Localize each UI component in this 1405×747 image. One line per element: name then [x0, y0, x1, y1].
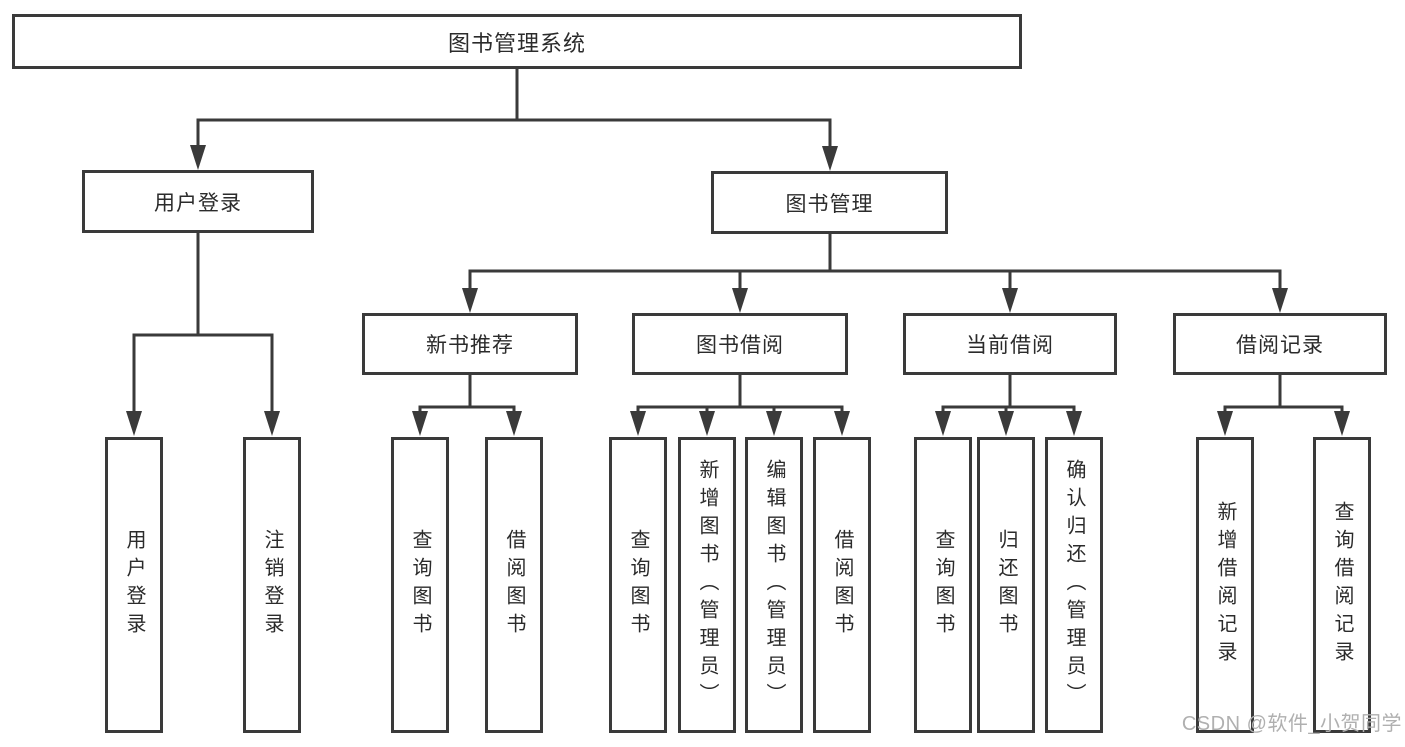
- node-label: 图书借阅: [696, 334, 784, 357]
- leaf-user-login: 用户登录: [105, 437, 163, 733]
- node-label: 借阅图书: [831, 529, 853, 641]
- leaf-query-books-current: 查询图书: [914, 437, 972, 733]
- leaf-borrow-books: 借阅图书: [813, 437, 871, 733]
- node-label: 图书管理: [785, 192, 874, 216]
- leaf-query-borrow-record: 查询借阅记录: [1313, 437, 1371, 733]
- node-book-management-module: 图书管理: [711, 171, 948, 234]
- node-borrowing-records: 借阅记录: [1173, 313, 1387, 375]
- node-label: 确认归还（管理员）: [1063, 459, 1085, 711]
- node-label: 注销登录: [261, 529, 283, 641]
- node-book-borrowing: 图书借阅: [632, 313, 848, 375]
- node-label: 用户登录: [154, 191, 242, 215]
- node-label: 查询图书: [932, 529, 954, 641]
- node-label: 新书推荐: [426, 334, 514, 357]
- node-label: 归还图书: [995, 529, 1017, 641]
- node-label: 当前借阅: [966, 334, 1054, 357]
- node-current-borrowing: 当前借阅: [903, 313, 1117, 375]
- leaf-borrow-books-recommend: 借阅图书: [485, 437, 543, 733]
- node-label: 新增图书（管理员）: [696, 459, 718, 711]
- leaf-edit-books-admin: 编辑图书（管理员）: [745, 437, 803, 733]
- node-book-management-system: 图书管理系统: [12, 14, 1022, 69]
- node-label: 查询借阅记录: [1331, 501, 1353, 669]
- leaf-query-books-recommend: 查询图书: [391, 437, 449, 733]
- node-label: 借阅记录: [1236, 334, 1324, 357]
- leaf-query-books-borrowing: 查询图书: [609, 437, 667, 733]
- node-label: 图书管理系统: [447, 30, 586, 56]
- node-label: 借阅图书: [503, 529, 525, 641]
- node-label: 查询图书: [627, 529, 649, 641]
- csdn-watermark: CSDN @软件_小贺同学: [1181, 713, 1402, 735]
- leaf-add-borrow-record: 新增借阅记录: [1196, 437, 1254, 733]
- node-new-book-recommendation: 新书推荐: [362, 313, 578, 375]
- leaf-return-books: 归还图书: [977, 437, 1035, 733]
- leaf-confirm-return-admin: 确认归还（管理员）: [1045, 437, 1103, 733]
- node-label: 新增借阅记录: [1214, 501, 1236, 669]
- node-label: 查询图书: [409, 529, 431, 641]
- leaf-logout: 注销登录: [243, 437, 301, 733]
- leaf-add-books-admin: 新增图书（管理员）: [678, 437, 736, 733]
- node-label: 用户登录: [123, 529, 145, 641]
- node-label: 编辑图书（管理员）: [763, 459, 785, 711]
- node-user-login-module: 用户登录: [82, 170, 314, 233]
